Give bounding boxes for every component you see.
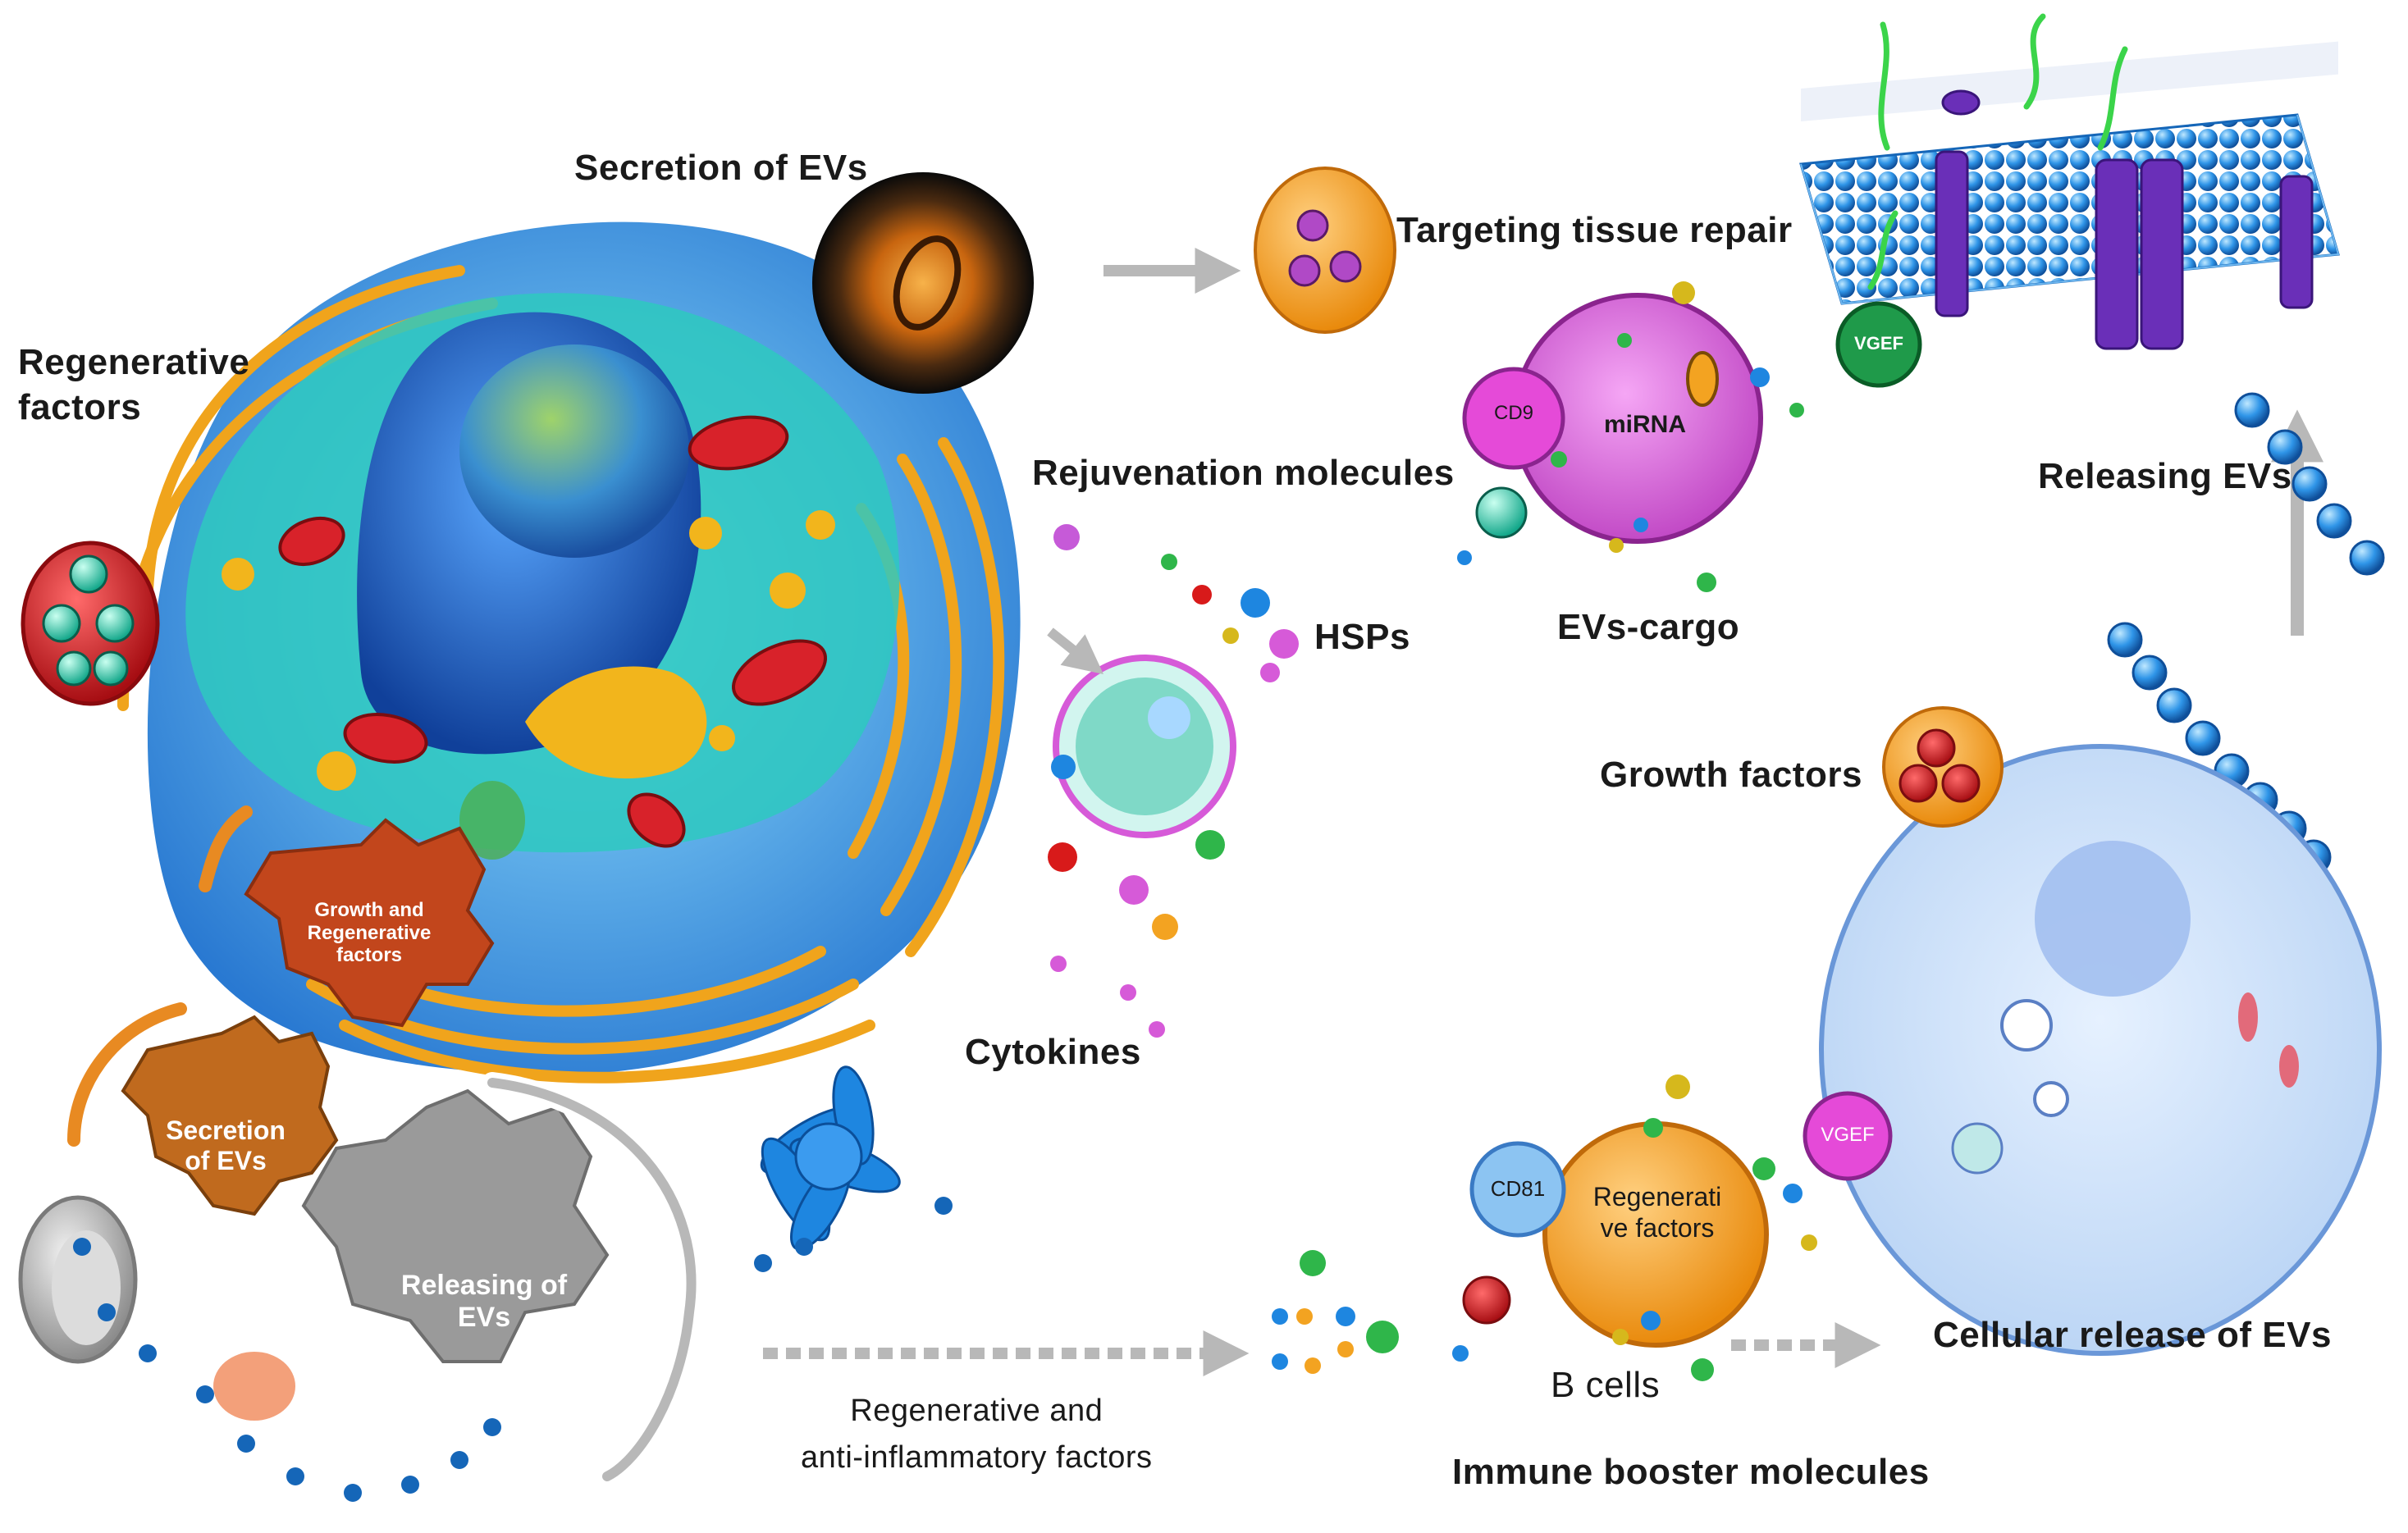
label-immune-booster-molecules: Immune booster molecules	[1452, 1452, 1930, 1492]
growth-factors-vesicle	[1882, 706, 2004, 828]
label-regenerative-anti-inflammatory: Regenerative and anti-inflammatory facto…	[801, 1394, 1153, 1475]
blue-rod-cluster	[760, 1065, 901, 1251]
transmembrane-proteins	[1935, 89, 2314, 350]
pink-cluster	[213, 1352, 295, 1421]
endoplasmic-reticulum	[117, 265, 1005, 1084]
rejuvenation-vesicle	[1047, 627, 1236, 838]
label-growth-factors: Growth factors	[1600, 755, 1862, 795]
label-rejuvenation-molecules: Rejuvenation molecules	[1032, 453, 1455, 493]
gear-secretion	[121, 1015, 339, 1216]
ribosome-cluster	[459, 781, 525, 860]
cycle-arrows	[67, 805, 702, 1487]
secretion-vesicle	[812, 172, 1034, 394]
label-regenerative-factors: Regenerative factors	[18, 342, 250, 427]
anti-inflammatory-particles	[1272, 1250, 1399, 1374]
label-releasing-evs: Releasing EVs	[2038, 456, 2292, 496]
releasing-cell	[1819, 744, 2382, 1356]
label-targeting-tissue-repair: Targeting tissue repair	[1396, 210, 1793, 250]
gear-label-growth-regenerative: Growth and Regenerative factors	[307, 899, 432, 967]
lipid-bilayer-membrane	[1799, 13, 2340, 350]
cytokine-particles	[1048, 755, 1225, 1038]
nucleolus	[459, 344, 689, 558]
vesicle-label-vgef-bottom: VGEF	[1821, 1124, 1875, 1146]
immune-booster-vesicle	[1452, 1074, 1893, 1381]
mitochondria	[278, 415, 828, 848]
label-hsps: HSPs	[1314, 617, 1410, 657]
label-secretion-of-evs: Secretion of EVs	[574, 148, 868, 188]
golgi-vesicles	[222, 510, 835, 791]
released-ev-beads	[2107, 392, 2385, 875]
vesicle-label-cd9: CD9	[1493, 402, 1533, 424]
gear-label-secretion: Secretion of EVs	[166, 1116, 286, 1175]
teal-particles	[42, 554, 135, 687]
blue-dot-trail	[73, 1197, 953, 1502]
regenerative-factors-vesicle	[21, 541, 160, 706]
gear-releasing	[301, 1088, 610, 1363]
rejuvenation-molecules	[1053, 524, 1299, 682]
vesicle-label-cd81: CD81	[1490, 1176, 1546, 1201]
vesicle-label-mirna: miRNA	[1603, 411, 1686, 438]
label-cellular-release-of-evs: Cellular release of EVs	[1933, 1315, 2332, 1355]
vesicle-label-vgef-top: VGEF	[1854, 333, 1903, 354]
label-evs-cargo: EVs-cargo	[1557, 607, 1740, 647]
grey-disc-vesicle	[18, 1195, 138, 1364]
label-cytokines: Cytokines	[965, 1032, 1141, 1072]
ev-cargo-vesicle	[1457, 281, 1922, 592]
label-b-cells: B cells	[1551, 1365, 1661, 1405]
vesicle-label-regen-factors: Regenerati ve factors	[1592, 1182, 1722, 1243]
gear-label-releasing: Releasing of EVs	[400, 1270, 568, 1334]
tissue-repair-vesicle	[1254, 167, 1396, 334]
gear-growth-regenerative	[244, 818, 495, 1028]
glycan-chains	[1867, 13, 2128, 290]
